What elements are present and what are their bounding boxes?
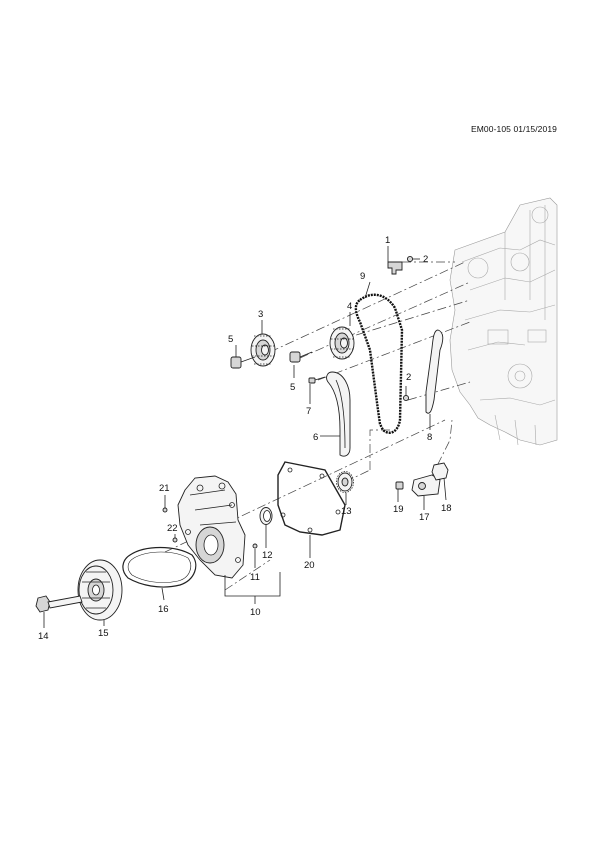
leader-lines bbox=[43, 246, 447, 628]
part-13-crank-sprocket bbox=[336, 471, 354, 493]
callout-3: 3 bbox=[258, 309, 263, 320]
callout-14: 14 bbox=[38, 631, 49, 642]
part-1-bracket bbox=[387, 261, 403, 275]
document-code: EM00-105 01/15/2019 bbox=[470, 124, 557, 134]
part-17-tensioner bbox=[411, 474, 441, 497]
callout-6: 6 bbox=[313, 432, 318, 443]
part-14-crank-bolt bbox=[35, 595, 83, 613]
part-8-tensioner-guide bbox=[425, 329, 444, 414]
part-21-bolt bbox=[162, 507, 168, 513]
part-2-bolt-upper bbox=[406, 255, 414, 263]
part-7-bolt bbox=[308, 376, 326, 384]
callout-20: 20 bbox=[304, 560, 315, 571]
engine-block bbox=[449, 197, 558, 446]
callout-2-upper: 2 bbox=[423, 254, 428, 265]
callout-labels: 1 2 3 4 5 5 6 7 2 8 9 10 11 12 13 14 15 … bbox=[38, 235, 452, 642]
callout-16: 16 bbox=[158, 604, 169, 615]
part-20-gasket bbox=[277, 461, 346, 536]
callout-22: 22 bbox=[167, 523, 178, 534]
part-19-bolt bbox=[395, 481, 404, 490]
callout-15: 15 bbox=[98, 628, 109, 639]
part-11-bolt bbox=[252, 543, 258, 549]
callout-5-left: 5 bbox=[228, 334, 233, 345]
part-18-tensioner-plunger bbox=[431, 462, 449, 481]
callout-9: 9 bbox=[360, 271, 365, 282]
part-5-bolt-right bbox=[289, 351, 313, 363]
part-10-front-cover bbox=[177, 475, 246, 579]
part-16-drive-belt bbox=[122, 546, 197, 588]
part-6-chain-guide bbox=[326, 371, 351, 457]
callout-19: 19 bbox=[393, 504, 404, 515]
part-22-dowel bbox=[172, 537, 178, 543]
callout-17: 17 bbox=[419, 512, 430, 523]
part-2-bolt-lower bbox=[402, 394, 410, 402]
callout-5-right: 5 bbox=[290, 382, 295, 393]
part-15-crank-pulley bbox=[77, 559, 123, 621]
callout-21: 21 bbox=[159, 483, 170, 494]
part-12-seal bbox=[259, 507, 273, 525]
callout-1: 1 bbox=[385, 235, 390, 246]
callout-13: 13 bbox=[341, 506, 352, 517]
part-9-timing-chain bbox=[354, 293, 404, 434]
callout-12: 12 bbox=[262, 550, 273, 561]
part-4-camshaft-sprocket bbox=[329, 326, 355, 360]
part-3-camshaft-sprocket bbox=[250, 333, 276, 367]
alignment-lines bbox=[164, 261, 471, 591]
part-5-bolt-left bbox=[230, 356, 256, 369]
callout-11: 11 bbox=[250, 572, 260, 583]
callout-8: 8 bbox=[427, 432, 432, 443]
callout-10: 10 bbox=[250, 607, 261, 618]
callout-2-lower: 2 bbox=[406, 372, 411, 383]
callout-18: 18 bbox=[441, 503, 452, 514]
callout-7: 7 bbox=[306, 406, 311, 417]
callout-4: 4 bbox=[347, 301, 352, 312]
